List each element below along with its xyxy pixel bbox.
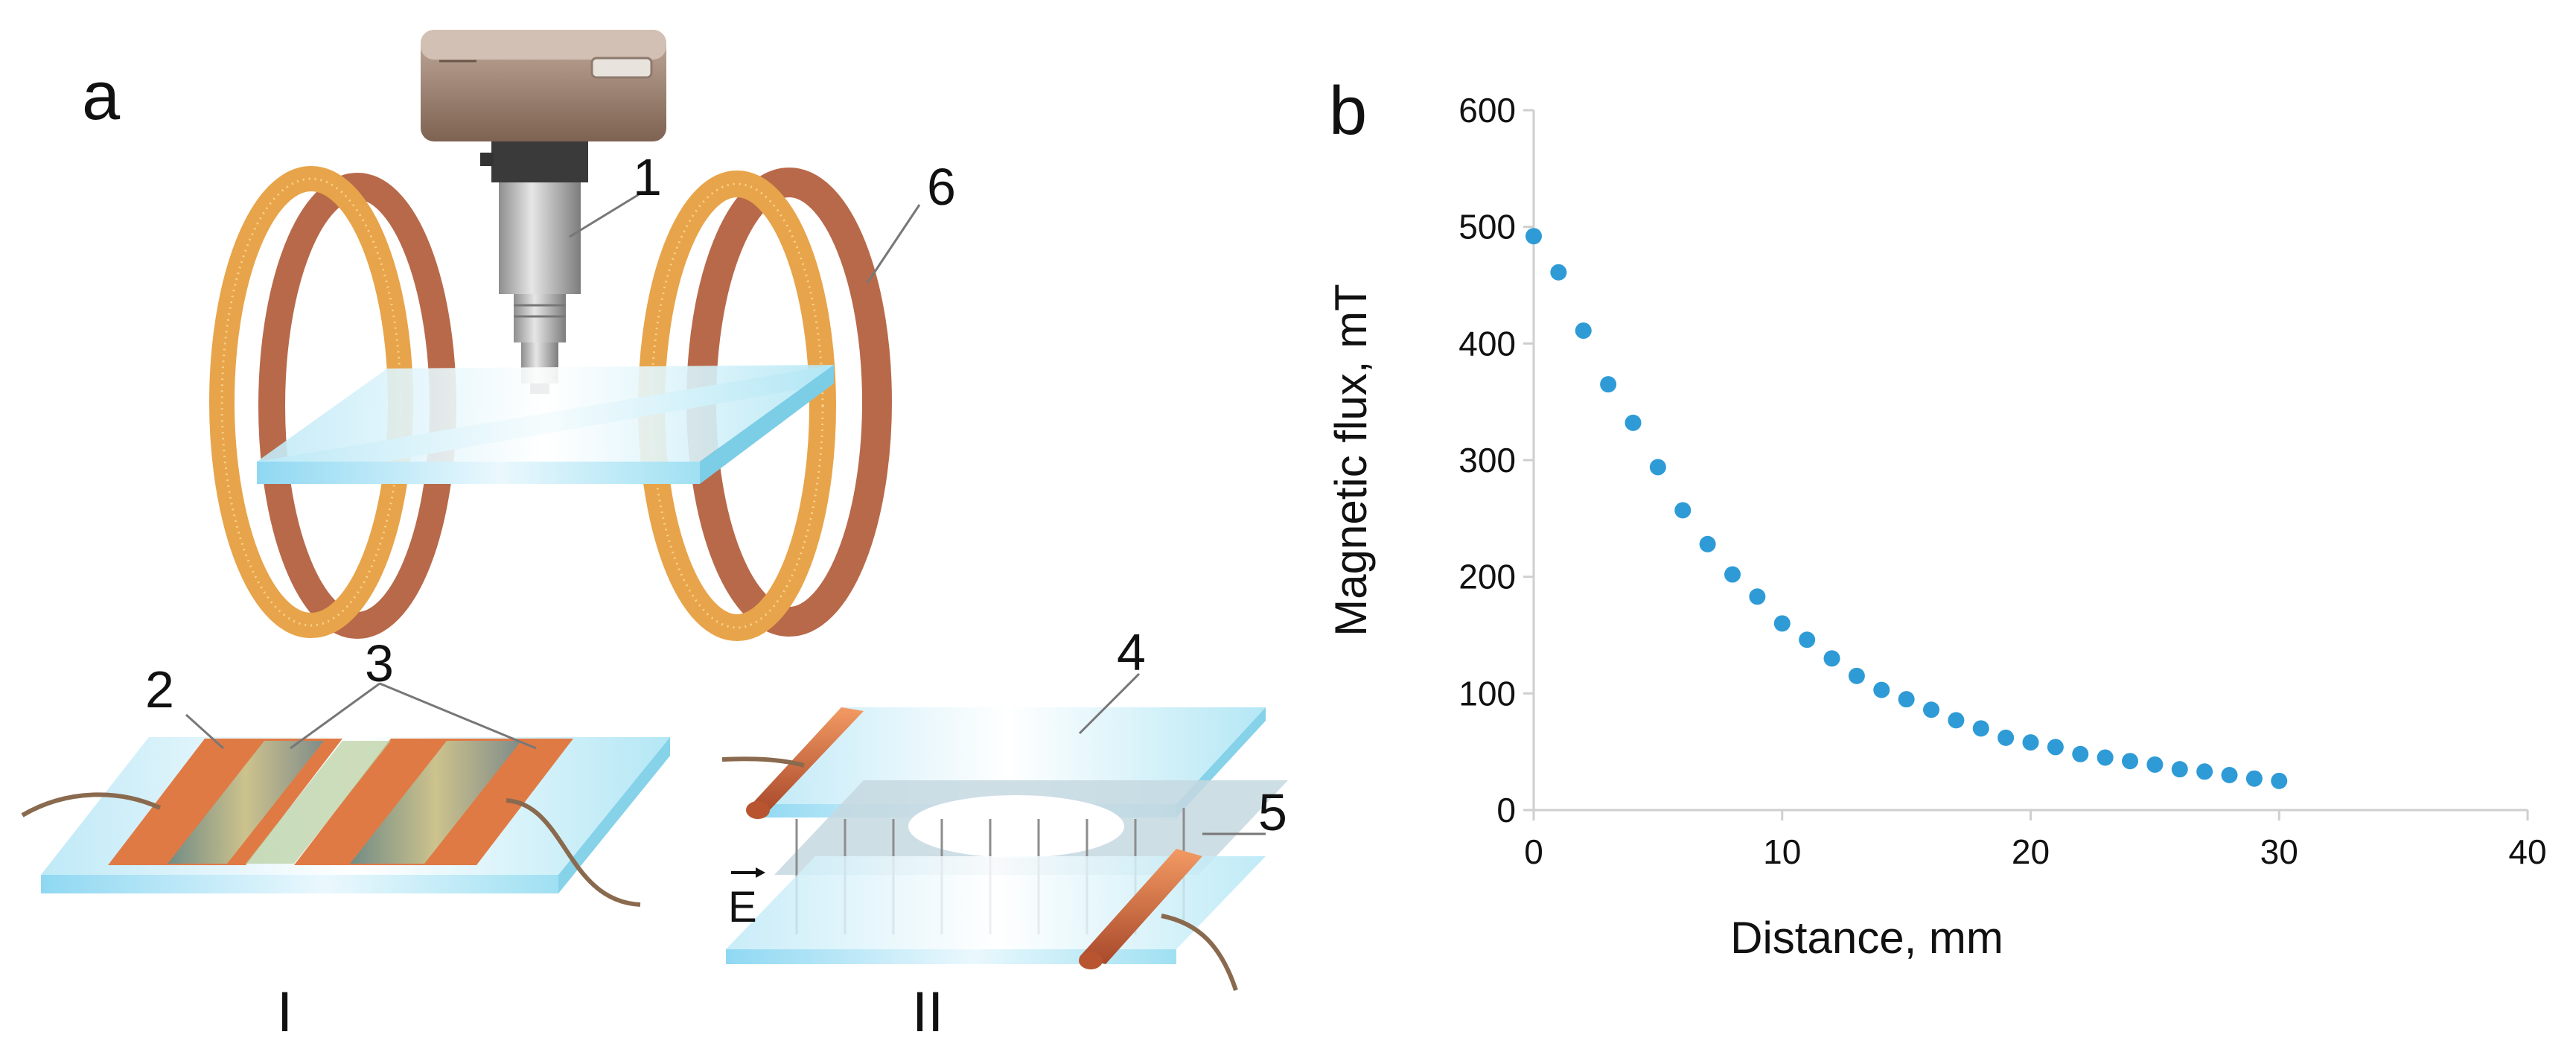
y-tick-label: 600: [1458, 91, 1516, 130]
x-axis-label: Distance, mm: [1730, 913, 2003, 963]
data-point: [1799, 631, 1816, 648]
data-point: [2072, 745, 2089, 762]
x-tick-label: 40: [2508, 832, 2546, 871]
data-point: [1848, 667, 1865, 684]
data-point: [2271, 772, 2288, 789]
callout-1: 1: [633, 148, 662, 206]
data-point: [1873, 681, 1890, 698]
data-point: [1948, 712, 1965, 729]
data-point: [1923, 701, 1939, 718]
y-tick-label: 500: [1458, 208, 1516, 246]
data-point: [1724, 566, 1741, 583]
subpanel-ii: E 4 5 II: [721, 623, 1288, 1044]
sample-plate: [257, 365, 834, 484]
y-tick-label: 300: [1458, 441, 1516, 479]
x-tick-label: 0: [1524, 832, 1543, 871]
y-tick-label: 400: [1458, 324, 1516, 363]
data-point: [2022, 734, 2039, 751]
panel-a: a: [21, 30, 1288, 1044]
y-axis-label: Magnetic flux, mT: [1326, 284, 1376, 636]
subpanel-i-label: I: [277, 981, 293, 1044]
data-point: [2221, 767, 2238, 783]
data-point: [1823, 650, 1840, 667]
data-point: [2047, 739, 2064, 756]
data-point: [1972, 720, 1989, 737]
data-point: [1998, 729, 2015, 746]
y-tick-label: 200: [1458, 558, 1516, 596]
data-point: [1600, 376, 1617, 393]
data-point: [1575, 322, 1592, 340]
callout-2: 2: [145, 660, 174, 718]
data-point: [2245, 770, 2263, 787]
data-point: [1525, 228, 1542, 245]
data-point: [1773, 615, 1791, 632]
data-point: [2171, 761, 2188, 778]
callout-5: 5: [1258, 783, 1287, 841]
subpanel-i: 2 3 I: [21, 634, 670, 1044]
callout-6: 6: [927, 158, 956, 216]
y-tick-label: 0: [1496, 791, 1516, 829]
panel-b: b 0 100 200 300 400 500 600 0 10 20 30 40Distance, …: [1326, 73, 2547, 963]
y-tick-label: 100: [1458, 674, 1516, 713]
subpanel-ii-label: II: [912, 981, 943, 1044]
microscope-lens: [499, 182, 581, 394]
data-point: [2097, 749, 2114, 766]
data-point: [2122, 753, 2138, 770]
x-tick-label: 10: [1763, 832, 1801, 871]
efield-label: E: [728, 883, 757, 931]
camera: [421, 30, 666, 182]
panel-a-letter: a: [82, 58, 121, 134]
panel-b-letter: b: [1329, 73, 1367, 149]
data-point: [1898, 691, 1915, 708]
data-point: [2146, 756, 2164, 773]
x-tick-label: 20: [2012, 832, 2050, 871]
data-point: [1699, 535, 1716, 552]
callout-4: 4: [1117, 623, 1146, 681]
data-point: [1550, 264, 1567, 281]
data-point: [1625, 414, 1642, 431]
data-point: [1674, 502, 1692, 519]
data-point: [2196, 763, 2213, 780]
data-point: [1749, 588, 1766, 605]
data-point: [1649, 459, 1666, 476]
callout-3: 3: [365, 634, 394, 692]
x-tick-label: 30: [2260, 832, 2298, 871]
